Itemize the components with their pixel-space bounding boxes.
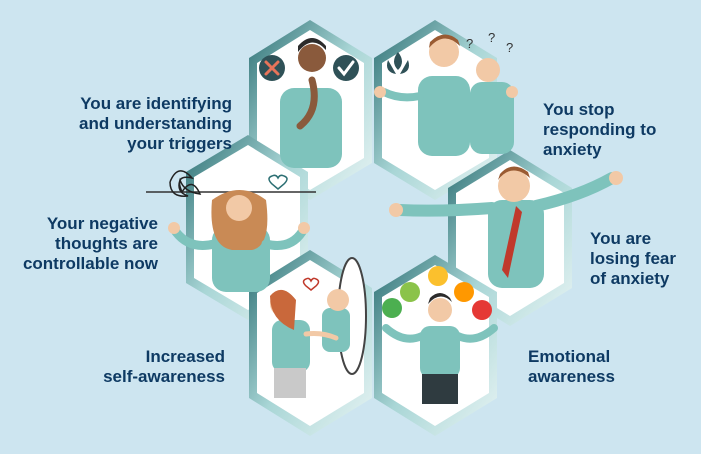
- open-arms-man-illustration: [389, 166, 623, 288]
- thinking-man-illustration: [259, 38, 359, 168]
- check-icon: [337, 60, 355, 77]
- svg-text:?: ?: [488, 30, 495, 45]
- scribble-icon: [169, 170, 202, 197]
- emoji-faces-icon: [382, 266, 492, 320]
- calm-man-illustration: ? ? ?: [374, 30, 518, 156]
- mirror-hug-illustration: [270, 257, 367, 398]
- meditating-woman-illustration: [146, 170, 316, 292]
- benefit-label-negative-thoughts: Your negative thoughts are controllable …: [22, 214, 158, 273]
- lotus-icon: [387, 52, 409, 74]
- benefit-label-emotional-awareness: Emotional awareness: [528, 347, 615, 386]
- svg-text:?: ?: [506, 40, 513, 55]
- x-icon: [264, 60, 280, 76]
- question-mark-icon: ?: [466, 36, 473, 51]
- benefit-label-self-awareness: Increased self-awareness: [103, 347, 225, 386]
- benefit-label-stop-responding: You stop responding to anxiety: [543, 100, 657, 159]
- benefit-label-losing-fear: You are losing fear of anxiety: [590, 229, 676, 288]
- benefit-label-triggers: You are identifying and understanding yo…: [79, 94, 232, 153]
- heart-icon: [268, 174, 288, 190]
- emoji-juggling-illustration: [382, 266, 498, 404]
